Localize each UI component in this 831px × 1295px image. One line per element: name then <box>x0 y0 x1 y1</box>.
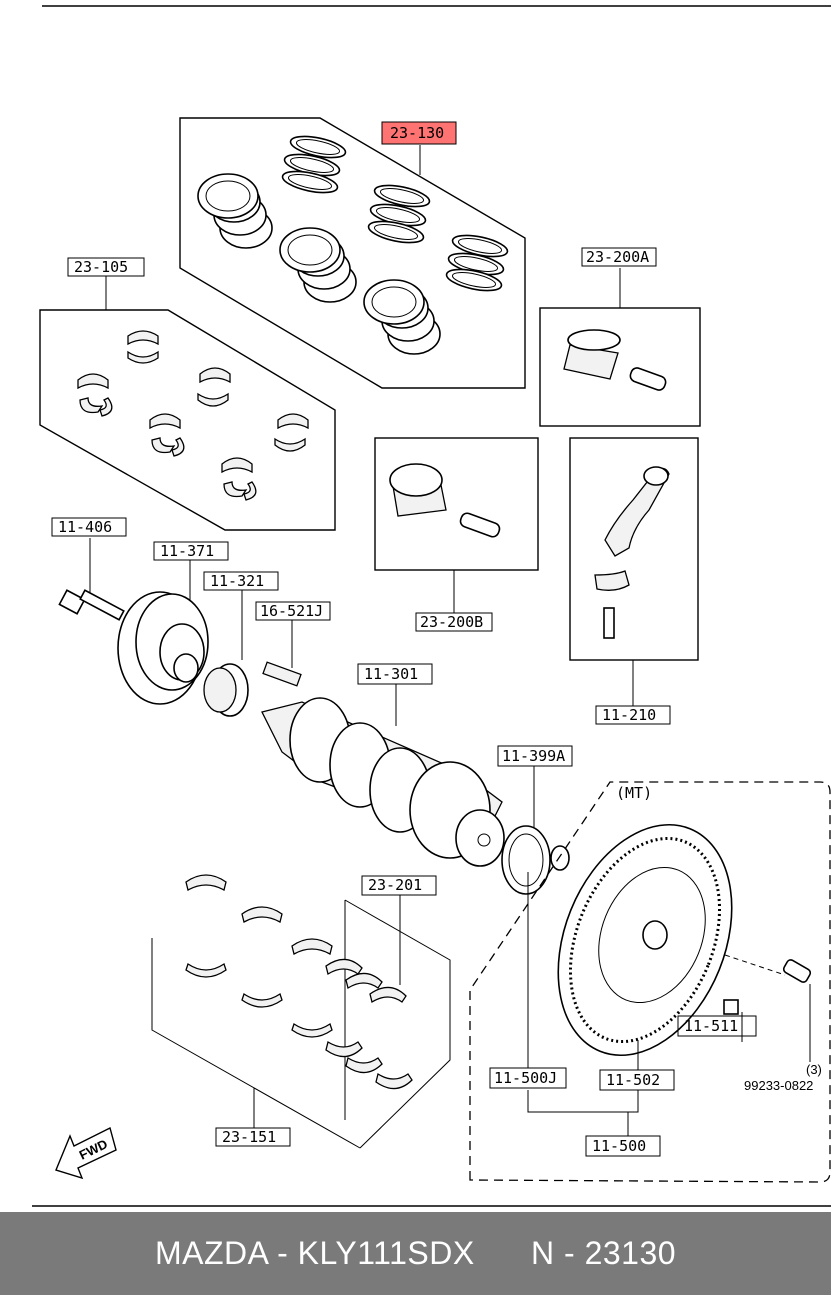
main-bearing-frame <box>39 309 336 531</box>
piston-assembly-b-group <box>374 437 539 613</box>
svg-text:23-200B: 23-200B <box>420 613 483 631</box>
label-23-200a: 23-200A <box>581 247 657 267</box>
woodruff-key-group <box>262 620 302 687</box>
main-bearing-set-group <box>39 276 336 531</box>
svg-text:11-371: 11-371 <box>160 542 214 560</box>
label-11-500j: 11-500J <box>489 1067 567 1089</box>
piston-ring-set-group <box>179 117 526 389</box>
svg-text:16-521J: 16-521J <box>260 602 323 620</box>
label-qty: (3) <box>806 1062 822 1077</box>
svg-text:11-210: 11-210 <box>602 706 656 724</box>
label-11-502: 11-502 <box>599 1069 675 1091</box>
ring-stack-2 <box>279 227 357 303</box>
svg-text:23-151: 23-151 <box>222 1128 276 1146</box>
label-11-210: 11-210 <box>595 705 671 725</box>
label-11-511: 11-511 <box>677 1015 757 1037</box>
svg-text:11-511: 11-511 <box>684 1017 738 1035</box>
footer-part-number: N - 23130 <box>531 1235 677 1271</box>
piston-a-frame <box>539 307 701 427</box>
label-23-130: 23-130 <box>381 121 457 145</box>
footer-spacer <box>475 1235 531 1272</box>
svg-text:11-399A: 11-399A <box>502 747 565 765</box>
footer-brand: MAZDA - KLY111SDX <box>154 1235 475 1271</box>
label-11-301: 11-301 <box>357 663 433 685</box>
label-16-521j: 16-521J <box>255 601 331 621</box>
svg-text:11-500: 11-500 <box>592 1137 646 1155</box>
footer-bar: MAZDA - KLY111SDX N - 23130 <box>0 1212 831 1295</box>
conrod-frame <box>569 437 699 661</box>
svg-text:23-130: 23-130 <box>390 124 444 142</box>
pulley-bolt-group <box>58 538 125 621</box>
fwd-arrow-icon: FWD <box>55 1126 117 1180</box>
oil-seal-group <box>501 766 570 895</box>
svg-text:23-200A: 23-200A <box>586 248 649 266</box>
label-11-399a: 11-399A <box>497 745 573 767</box>
timing-sprocket-group <box>203 590 249 717</box>
crankshaft-group <box>261 684 505 867</box>
label-23-201: 23-201 <box>361 875 437 896</box>
svg-text:99233-0822: 99233-0822 <box>744 1078 813 1093</box>
crank-pulley-group <box>117 560 209 705</box>
svg-text:23-105: 23-105 <box>74 258 128 276</box>
svg-text:11-301: 11-301 <box>364 665 418 683</box>
svg-text:11-502: 11-502 <box>606 1071 660 1089</box>
piston-ring-set-frame <box>179 117 526 389</box>
connecting-rod-group <box>569 437 699 706</box>
svg-text:(MT): (MT) <box>616 784 652 802</box>
label-11-371: 11-371 <box>153 541 229 561</box>
label-23-151: 23-151 <box>215 1127 291 1147</box>
piston-b-frame <box>374 437 539 571</box>
label-mt: (MT) <box>616 784 652 802</box>
thrust-bearing-group <box>151 874 451 1149</box>
exploded-parts-diagram: FWD 23-130 23-105 23-200A 11-406 11-371 … <box>32 5 831 1207</box>
label-11-406: 11-406 <box>51 517 127 537</box>
label-23-105: 23-105 <box>67 257 145 277</box>
label-11-500: 11-500 <box>585 1135 661 1157</box>
label-23-200b: 23-200B <box>415 612 493 632</box>
svg-text:11-321: 11-321 <box>210 572 264 590</box>
svg-text:11-406: 11-406 <box>58 518 112 536</box>
svg-text:23-201: 23-201 <box>368 876 422 894</box>
mt-flywheel-region <box>469 781 831 1183</box>
label-99233-0822: 99233-0822 <box>744 1078 813 1093</box>
ring-stack-3 <box>363 279 441 355</box>
label-11-321: 11-321 <box>203 571 279 591</box>
svg-text:(3): (3) <box>806 1062 822 1077</box>
svg-text:11-500J: 11-500J <box>494 1069 557 1087</box>
piston-assembly-a-group <box>539 268 701 427</box>
ring-stack-1 <box>197 173 273 249</box>
